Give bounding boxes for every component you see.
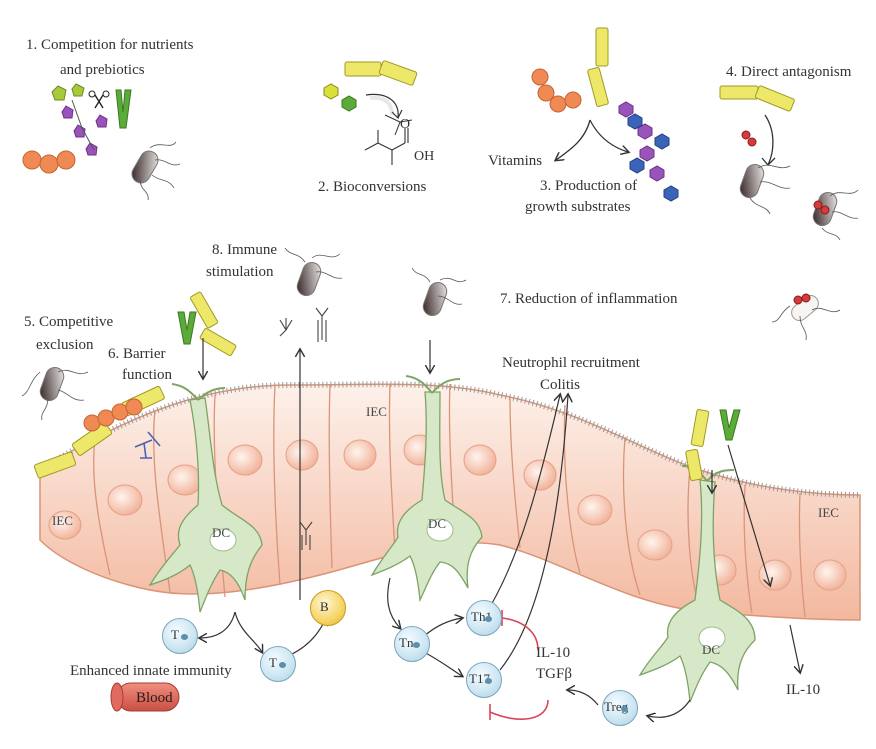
label-iec-right: IEC — [818, 505, 839, 520]
immune-pathways — [200, 395, 691, 717]
inflammation-reducer-bacterium — [771, 293, 841, 341]
label-reduction: 7. Reduction of inflammation — [500, 291, 678, 307]
growth-substrates-illustration — [531, 27, 679, 202]
blood-vessel — [110, 682, 180, 712]
th17-cell-label: T17 — [469, 671, 490, 686]
t-cell-1: T — [162, 618, 198, 654]
inhibition-lines — [489, 610, 549, 720]
label-tgfb: TGFβ — [536, 666, 572, 682]
label-immune-line2: stimulation — [206, 264, 274, 280]
chem-o-label: O — [400, 117, 410, 132]
label-dc-right: DC — [702, 642, 721, 657]
t-cell-1-label: T — [171, 627, 179, 642]
brush-border — [38, 381, 861, 498]
label-enhanced-immunity: Enhanced innate immunity — [70, 663, 232, 679]
label-blood: Blood — [136, 690, 173, 706]
dc-left — [148, 397, 263, 613]
competitive-exclusion-illustration — [21, 366, 165, 479]
label-il10-right: IL-10 — [786, 682, 821, 698]
th1-cell: Th1 — [466, 600, 502, 636]
pathogen-bacterium — [131, 141, 181, 201]
label-neutrophil: Neutrophil recruitment — [502, 355, 640, 371]
label-il10-center: IL-10 — [536, 645, 571, 661]
b-cell-label: B — [320, 599, 329, 614]
immune-stimulation-illustration — [177, 247, 343, 600]
label-immune-line1: 8. Immune — [212, 242, 277, 258]
chem-oh-label: OH — [414, 149, 434, 164]
label-vitamins: Vitamins — [488, 153, 543, 169]
label-production-line2: growth substrates — [525, 199, 631, 215]
t-cell-2-label: T — [269, 655, 277, 670]
th1-cell-label: Th1 — [471, 609, 492, 624]
label-dc-center: DC — [428, 516, 447, 531]
label-barrier-line1: 6. Barrier — [108, 346, 166, 362]
dc-right — [638, 479, 756, 703]
bioconversions-illustration — [323, 60, 418, 165]
label-bioconversions: 2. Bioconversions — [318, 179, 427, 195]
label-colitis: Colitis — [540, 377, 581, 393]
label-production-line1: 3. Production of — [540, 178, 638, 194]
dendritic-cells — [148, 391, 756, 703]
competition-nutrients-illustration — [22, 83, 181, 201]
right-probiotics — [685, 409, 800, 672]
b-cell: B — [310, 590, 346, 626]
label-iec-left: IEC — [52, 513, 73, 528]
label-competition-line1: 1. Competition for nutrients — [26, 37, 194, 53]
tn-cell: Tn — [394, 626, 430, 662]
center-pathogen — [411, 267, 467, 372]
t-cell-2: T — [260, 646, 296, 682]
direct-antagonism-illustration — [719, 85, 859, 241]
treg-cell-label: Treg — [604, 699, 629, 714]
dc-center — [370, 391, 483, 603]
label-competitive-line1: 5. Competitive — [24, 314, 114, 330]
treg-cell: Treg — [602, 690, 638, 726]
label-dc-left: DC — [212, 525, 231, 540]
label-competitive-line2: exclusion — [36, 337, 94, 353]
label-direct-antagonism: 4. Direct antagonism — [726, 64, 852, 80]
label-competition-line2: and prebiotics — [60, 62, 145, 78]
tn-cell-label: Tn — [399, 635, 414, 650]
th17-cell: T17 — [466, 662, 502, 698]
label-barrier-line2: function — [122, 367, 172, 383]
label-iec-center: IEC — [366, 404, 387, 419]
